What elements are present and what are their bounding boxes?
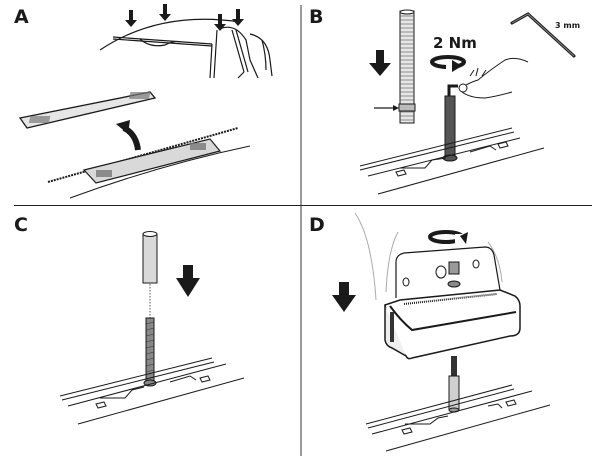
- rotate-icon: [428, 230, 468, 244]
- arrow-down-icon: [176, 265, 200, 297]
- panel-label-b: B: [309, 6, 324, 28]
- lift-arrow-icon: [116, 120, 141, 151]
- hex-key-icon: [510, 12, 576, 58]
- panel-divider-horizontal: [14, 205, 592, 206]
- panel-label-d: D: [309, 214, 325, 236]
- threaded-rod: [398, 9, 416, 124]
- hex-key-size: 3 mm: [555, 21, 581, 30]
- hand: [458, 57, 529, 99]
- roof-mount-arrows: [125, 4, 244, 31]
- arrow-down-icon: [159, 4, 171, 21]
- panel-label-c: C: [14, 214, 28, 236]
- roof-rail-strip: [47, 127, 251, 199]
- rotate-clockwise-icon: [430, 55, 466, 72]
- roof-rail: [359, 127, 545, 195]
- panel-b-illustration: [359, 9, 576, 195]
- background-outline: [354, 212, 503, 301]
- arrow-down-icon: [232, 9, 244, 26]
- arrow-down-icon: [332, 282, 356, 312]
- sleeve-tube: [142, 231, 158, 284]
- protective-strip-removed: [18, 91, 157, 129]
- arrow-down-icon: [369, 50, 391, 76]
- threaded-bolt: [143, 317, 157, 387]
- washer: [447, 280, 461, 288]
- panel-a-illustration: [18, 4, 273, 199]
- roof-rack-foot: [384, 246, 521, 360]
- arrow-down-icon: [214, 14, 226, 31]
- nut: [448, 261, 460, 275]
- panel-divider-vertical: [300, 5, 302, 456]
- torque-value: 2 Nm: [433, 34, 477, 52]
- pointer-arrow-icon: [374, 105, 399, 111]
- panel-label-a: A: [14, 6, 29, 28]
- arrow-down-icon: [125, 10, 137, 27]
- roof-rail: [365, 384, 551, 452]
- panel-c-illustration: [59, 231, 245, 425]
- roof-rail: [59, 357, 245, 425]
